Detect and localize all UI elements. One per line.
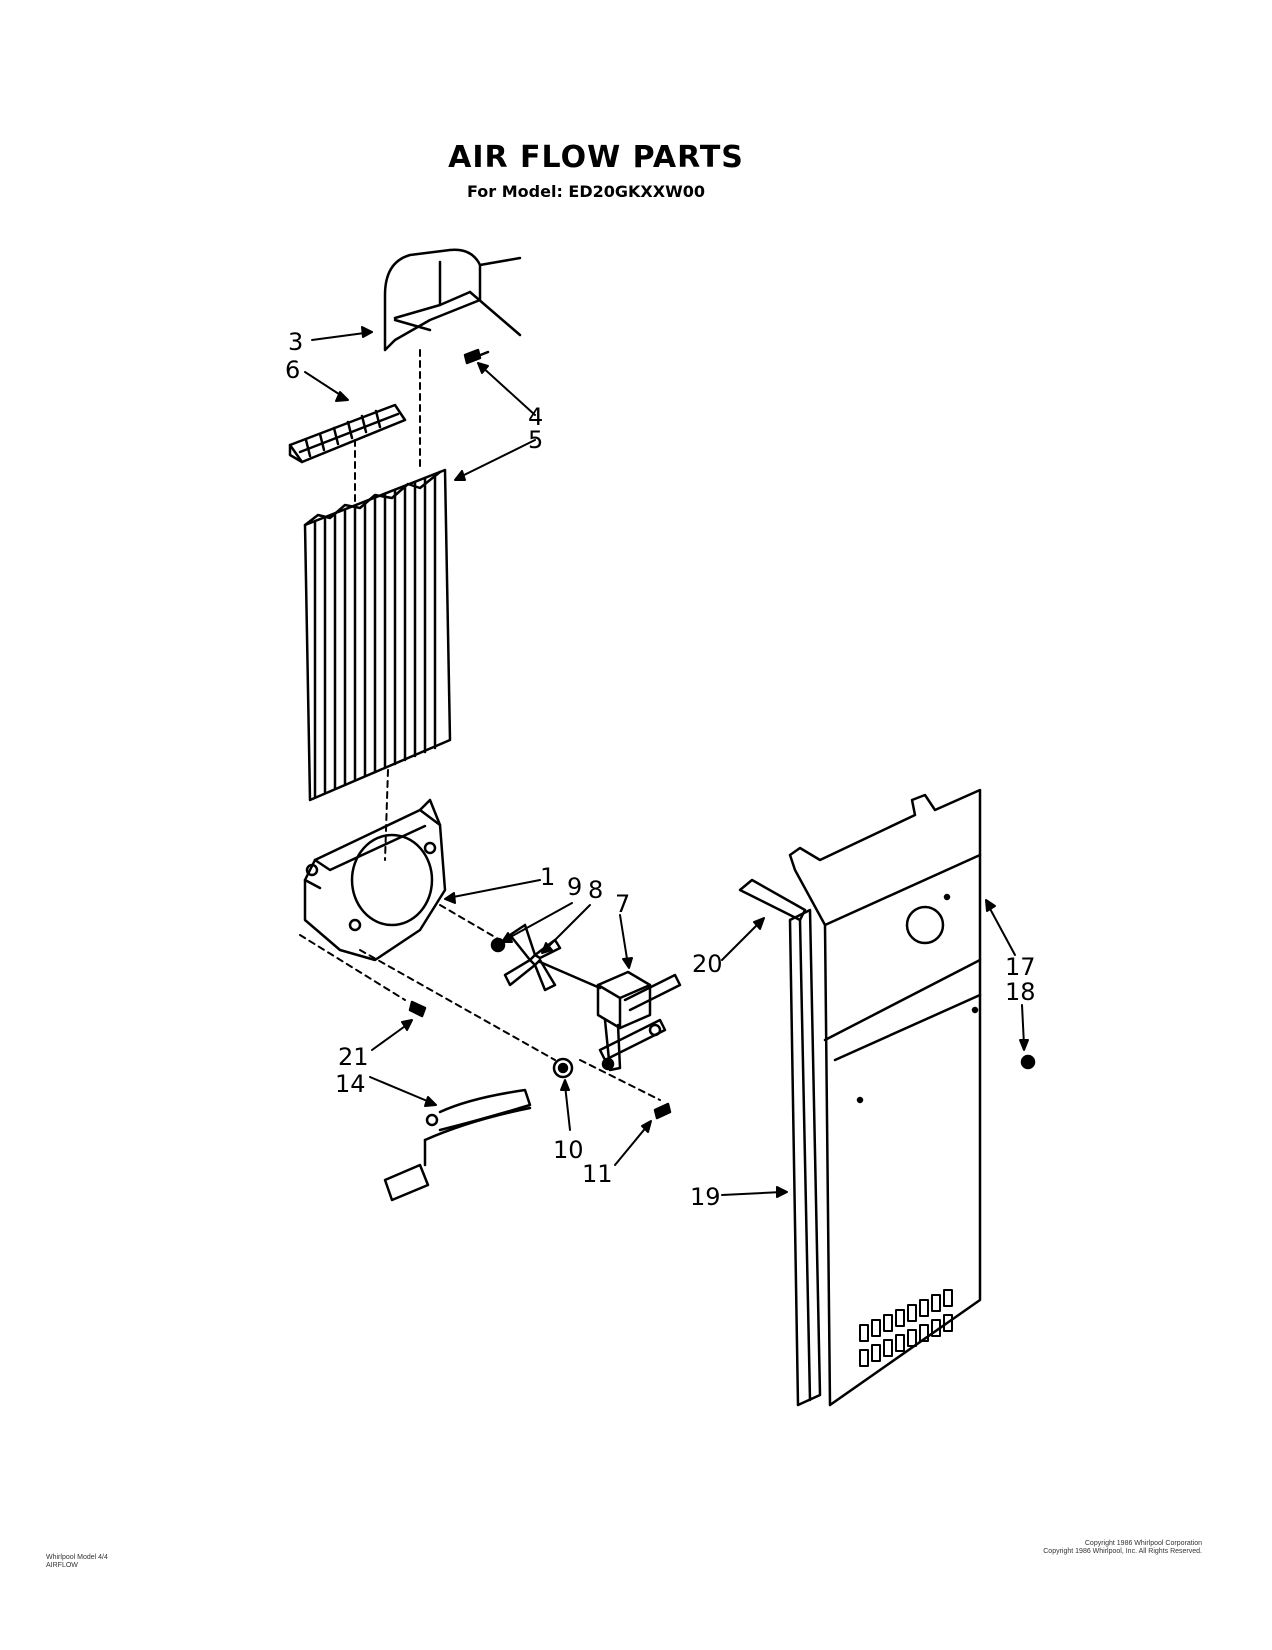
callout-9: 9 xyxy=(567,873,582,901)
model-subtitle: For Model: ED20GKXXW00 xyxy=(467,182,705,201)
evaporator-coil-part-5 xyxy=(303,468,452,802)
footer-left: Whirlpool Model 4/4 AIRFLOW xyxy=(46,1554,108,1570)
fan-shroud-part-1 xyxy=(303,798,447,962)
fan-motor-part-7 xyxy=(596,970,682,1072)
callout-21: 21 xyxy=(338,1043,369,1071)
callout-3: 3 xyxy=(288,328,303,356)
wire-harness-part-14 xyxy=(383,1088,532,1202)
callout-numbers: 3 6 4 5 1 9 8 7 20 17 18 21 14 10 11 19 xyxy=(285,328,1036,1211)
grille-part-6 xyxy=(288,403,407,464)
screw-part-18 xyxy=(1020,1054,1036,1070)
callout-6: 6 xyxy=(285,356,300,384)
strip-part-20 xyxy=(738,878,807,922)
screw-part-11 xyxy=(653,1102,672,1120)
footer-left-line2: AIRFLOW xyxy=(46,1562,78,1569)
rear-panel-part-17 xyxy=(788,788,982,1407)
callout-10: 10 xyxy=(553,1136,584,1164)
callout-20: 20 xyxy=(692,950,723,978)
callout-8: 8 xyxy=(588,876,603,904)
footer-right-line2: Copyright 1986 Whirlpool, Inc. All Right… xyxy=(1043,1548,1202,1555)
callout-1: 1 xyxy=(540,863,555,891)
footer-left-line1: Whirlpool Model 4/4 xyxy=(46,1554,108,1561)
footer-right-line1: Copyright 1986 Whirlpool Corporation xyxy=(1084,1540,1202,1547)
diagram-title: AIR FLOW PARTS xyxy=(448,140,744,175)
fan-blade-part-8 xyxy=(503,923,602,992)
callout-18: 18 xyxy=(1005,978,1036,1006)
callout-17: 17 xyxy=(1005,953,1036,981)
callout-14: 14 xyxy=(335,1070,366,1098)
callout-5: 5 xyxy=(528,426,543,454)
alignment-lines xyxy=(299,349,661,1101)
callout-11: 11 xyxy=(582,1160,613,1188)
leader-lines xyxy=(304,326,1029,1198)
channel-part-19 xyxy=(788,908,822,1407)
callout-19: 19 xyxy=(690,1183,721,1211)
footer-right: Copyright 1986 Whirlpool Corporation Cop… xyxy=(1043,1540,1202,1556)
callout-7: 7 xyxy=(615,890,630,918)
screw-part-4 xyxy=(463,348,490,365)
duct-cover-part-3 xyxy=(383,248,522,352)
screw-part-21 xyxy=(408,1000,427,1018)
spacer-part-10 xyxy=(552,1057,574,1079)
callout-4: 4 xyxy=(528,403,543,431)
